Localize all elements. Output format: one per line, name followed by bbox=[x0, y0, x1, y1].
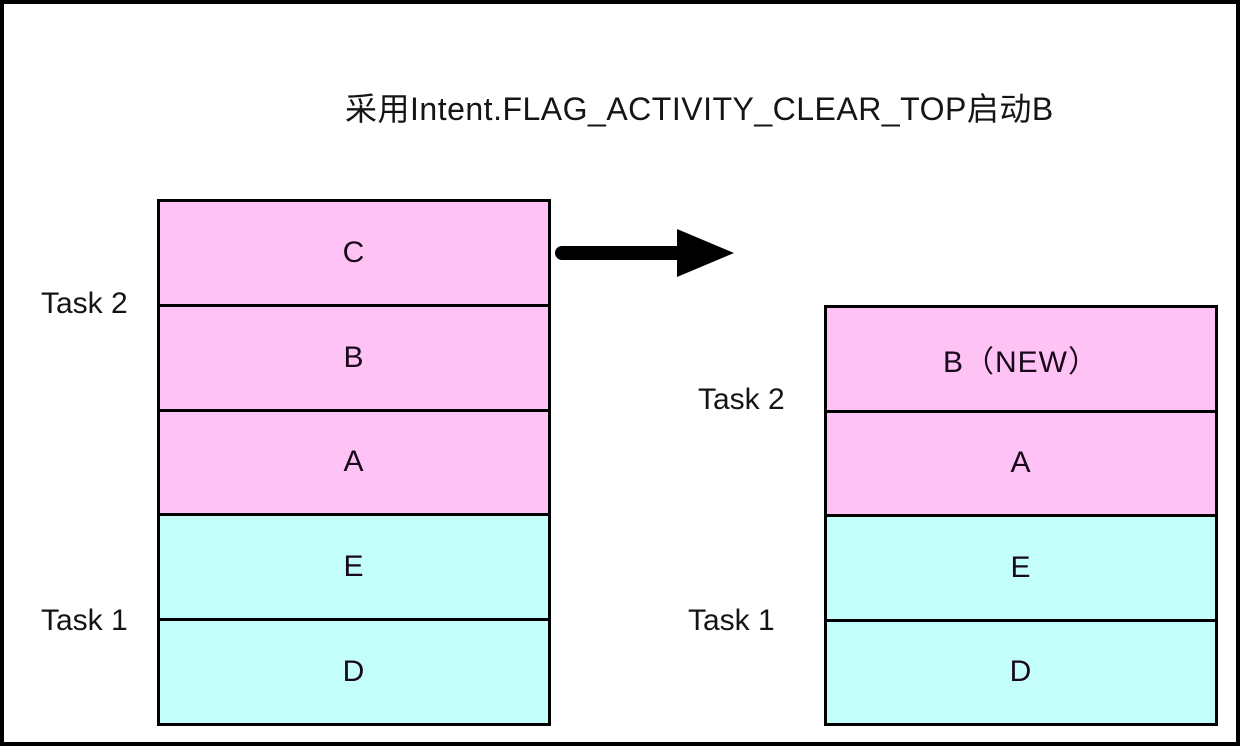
task1-label-after: Task 1 bbox=[688, 604, 775, 637]
task2-label-before: Task 2 bbox=[41, 287, 128, 320]
activity-box-d-after: D bbox=[827, 621, 1215, 723]
activity-box-b: B bbox=[160, 306, 548, 412]
activity-box-e: E bbox=[160, 516, 548, 622]
activity-box-d: D bbox=[160, 621, 548, 723]
activity-box-b-new: B（NEW） bbox=[827, 308, 1215, 413]
task2-label-after: Task 2 bbox=[698, 383, 785, 416]
activity-stack-before: C B A E D bbox=[157, 199, 551, 726]
activity-box-e-after: E bbox=[827, 517, 1215, 622]
activity-box-c: C bbox=[160, 202, 548, 307]
activity-stack-after: B（NEW） A E D bbox=[824, 305, 1218, 726]
activity-box-a: A bbox=[160, 411, 548, 517]
diagram-title: 采用Intent.FLAG_ACTIVITY_CLEAR_TOP启动B bbox=[345, 91, 1054, 127]
activity-box-a-after: A bbox=[827, 412, 1215, 517]
right-arrow-icon bbox=[555, 229, 734, 277]
task1-label-before: Task 1 bbox=[41, 604, 128, 637]
